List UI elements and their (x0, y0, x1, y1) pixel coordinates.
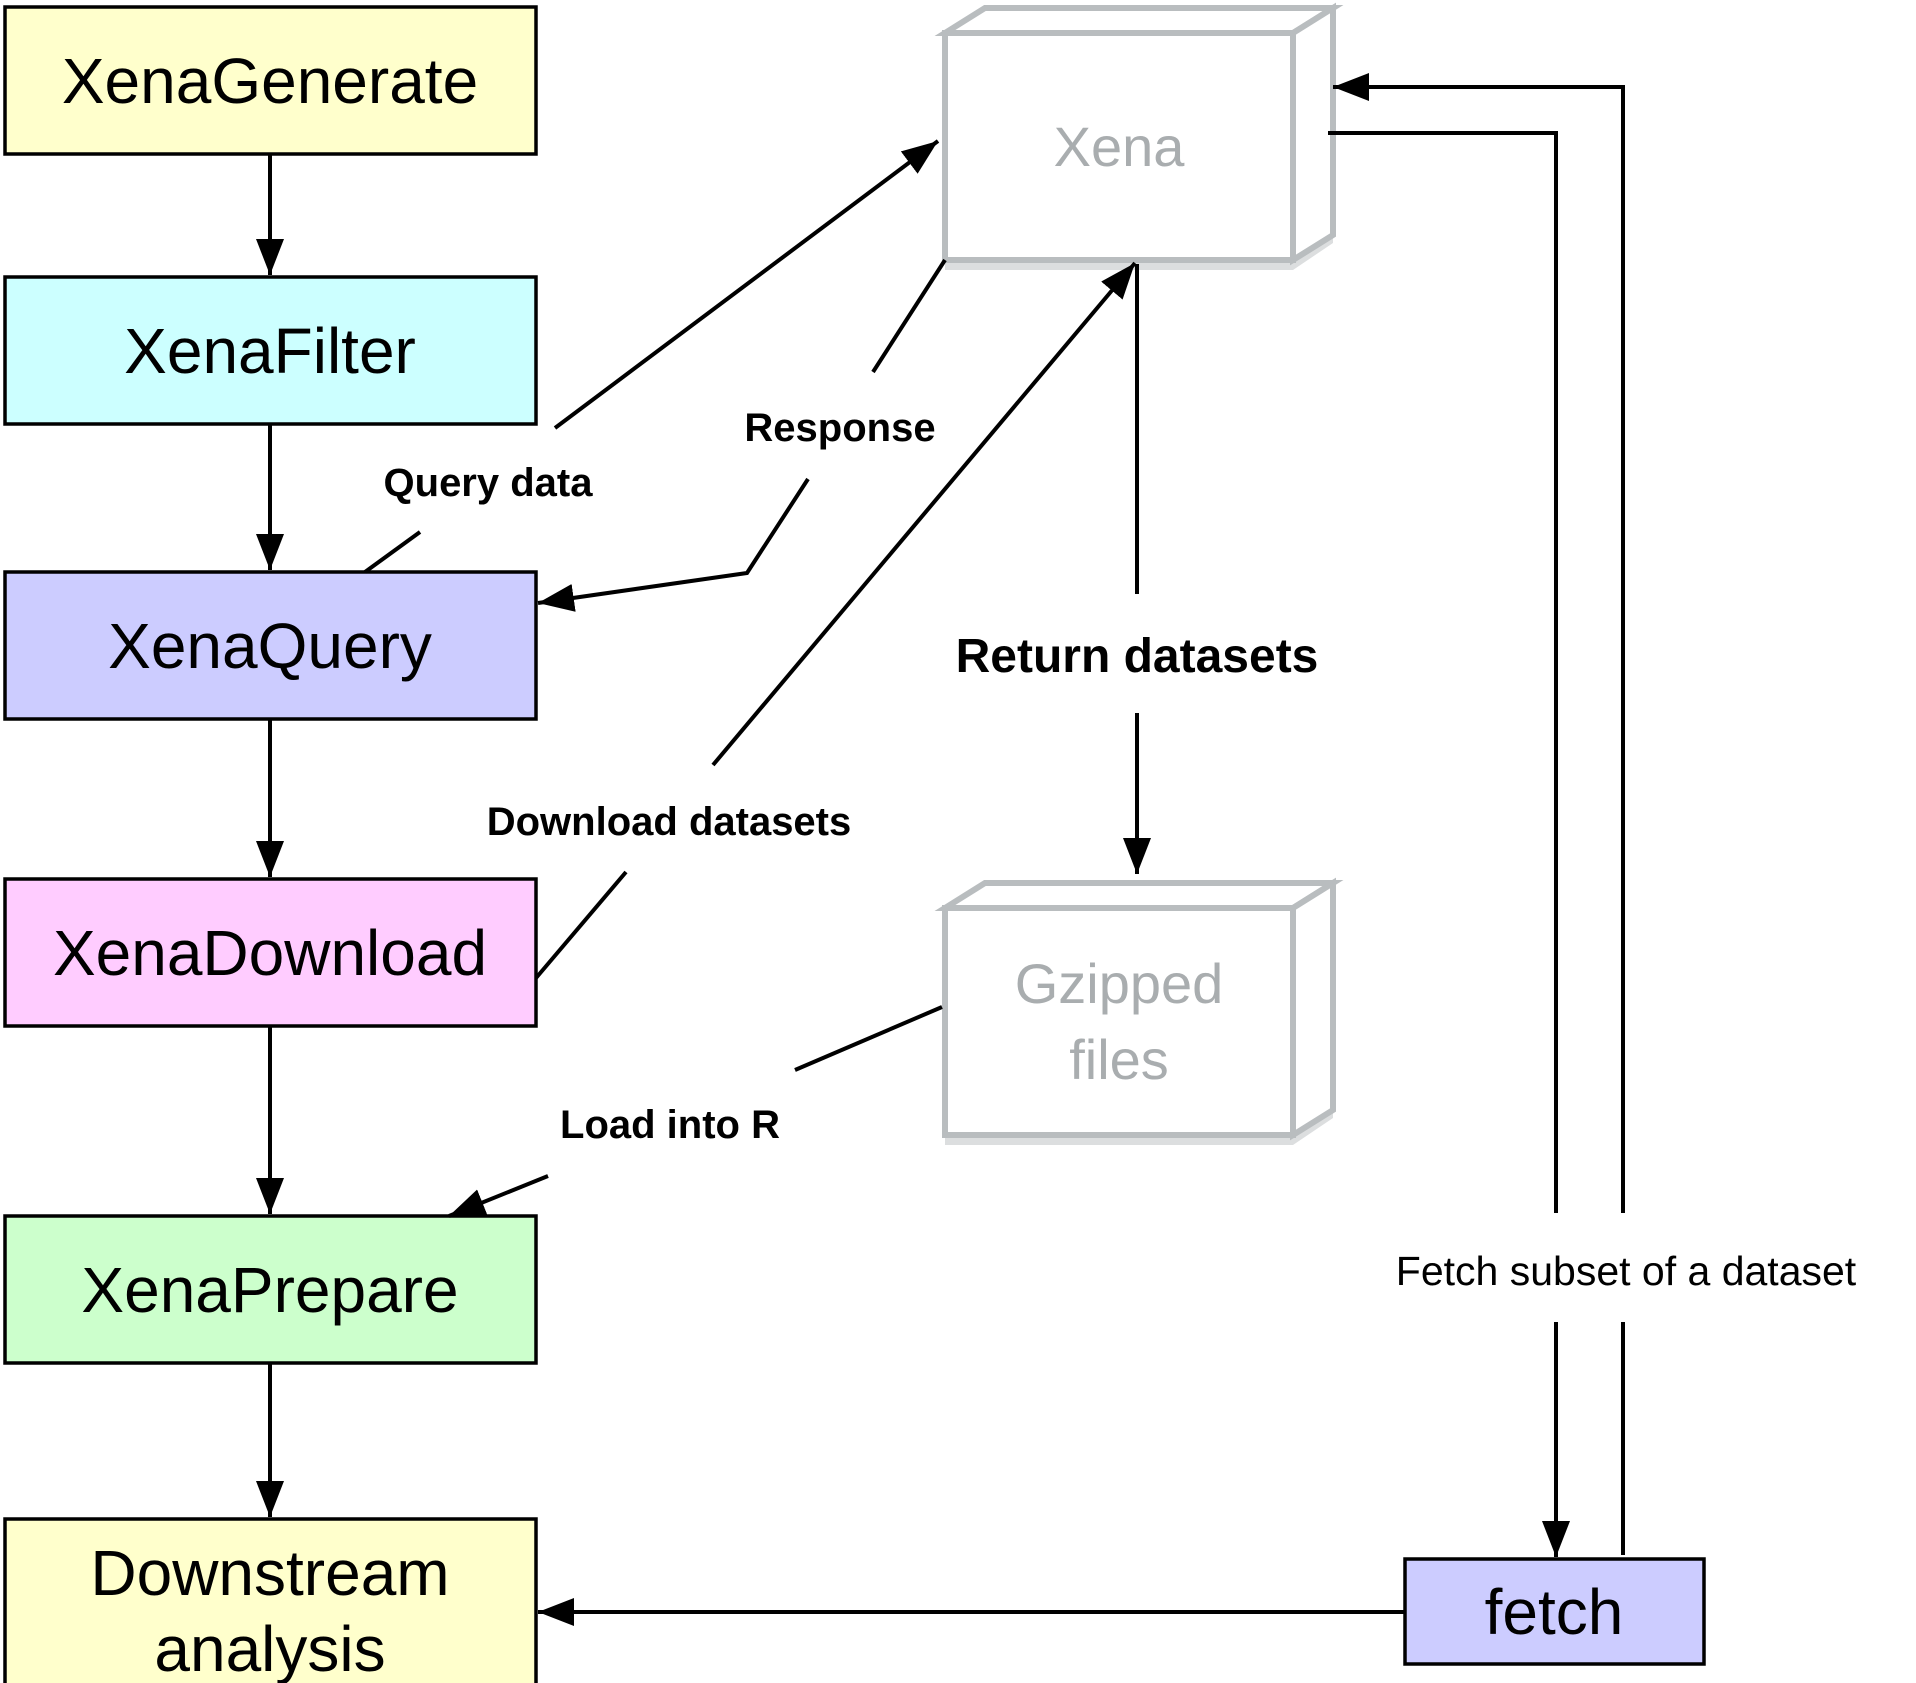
node-xena-filter-label: XenaFilter (124, 315, 416, 387)
node-fetch-label: fetch (1485, 1576, 1624, 1648)
node-xena-filter: XenaFilter (3, 275, 538, 426)
node-xena-generate: XenaGenerate (3, 5, 538, 156)
gzipped-top-face (934, 880, 1344, 911)
xena-hub-label: Xena (1054, 115, 1186, 178)
node-xena-filter-box (3, 275, 538, 426)
gzipped-label-line1: Gzipped (1015, 952, 1224, 1015)
edge-download-lower (534, 870, 628, 980)
edge-response-lower (537, 477, 810, 612)
edge-download-upper (711, 261, 1137, 767)
gzipped-label-line2: files (1069, 1028, 1169, 1091)
edge-load-upper (794, 1005, 943, 1072)
xena-hub-top-face (934, 5, 1344, 36)
edge-query-data-upper (553, 139, 940, 430)
node-xena-generate-label: XenaGenerate (62, 45, 478, 117)
edge-fetch-response-upper (1333, 73, 1625, 1213)
node-xena-query: XenaQuery (3, 570, 538, 721)
label-load-into-r: Load into R (560, 1103, 780, 1147)
node-xena-query-box (3, 570, 538, 721)
node-downstream-analysis: Downstream analysis (3, 1517, 538, 1683)
node-downstream-label-line1: Downstream (90, 1537, 449, 1609)
label-return-datasets: Return datasets (956, 630, 1319, 683)
label-fetch-subset: Fetch subset of a dataset (1396, 1248, 1857, 1294)
node-gzipped-files: Gzipped files (934, 877, 1344, 1145)
node-xena-generate-box (3, 5, 538, 156)
edge-fetch-request-upper (1328, 131, 1558, 1213)
node-xena-prepare-label: XenaPrepare (81, 1254, 458, 1326)
edge-query-data-lower (363, 530, 422, 574)
node-downstream-label-line2: analysis (154, 1613, 385, 1683)
edge-load-lower (448, 1174, 549, 1218)
node-xena-query-label: XenaQuery (108, 610, 432, 682)
label-query-data: Query data (384, 461, 594, 505)
node-fetch: fetch (1403, 1557, 1706, 1666)
edge-response-upper (871, 258, 947, 374)
gzipped-front-face (942, 905, 1296, 1138)
node-xena-download: XenaDownload (3, 877, 538, 1028)
label-download-datasets: Download datasets (487, 800, 852, 844)
xena-hub-front-face (942, 30, 1296, 263)
node-xena-prepare: XenaPrepare (3, 1214, 538, 1365)
node-xena-download-box (3, 877, 538, 1028)
xena-hub-side-face (1290, 2, 1336, 266)
node-xena-hub: Xena (934, 2, 1344, 270)
node-downstream-box (3, 1517, 538, 1683)
gzipped-side-face (1290, 877, 1336, 1141)
node-xena-download-label: XenaDownload (53, 917, 487, 989)
label-response: Response (744, 406, 935, 450)
